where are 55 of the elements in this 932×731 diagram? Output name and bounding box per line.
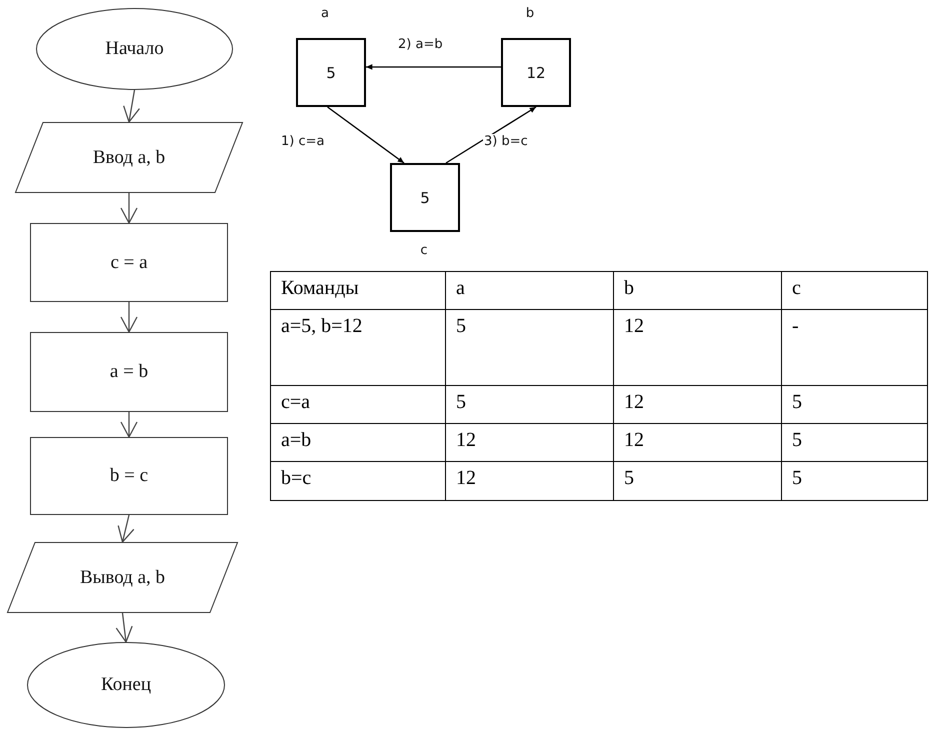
arrow	[120, 302, 138, 333]
value-text: 12	[526, 64, 546, 82]
step-text: Начало	[105, 38, 164, 60]
step-text: b = c	[110, 465, 148, 487]
step-text: Конец	[101, 674, 151, 696]
table-cell: a=5, b=12	[271, 310, 446, 386]
table-cell: 5	[782, 462, 928, 501]
arrow	[327, 106, 404, 164]
arrow	[120, 412, 138, 438]
process-box	[30, 223, 228, 302]
arrow	[446, 106, 536, 164]
table-cell: 5	[782, 386, 928, 424]
table-cell: Команды	[271, 272, 446, 310]
table-cell: 12	[614, 424, 782, 462]
variable-name: c	[420, 243, 428, 258]
table-cell: 12	[446, 462, 614, 501]
terminator-ellipse	[27, 642, 225, 728]
terminator-ellipse	[36, 8, 233, 90]
variable-box	[390, 163, 460, 232]
table-cell: 5	[446, 310, 614, 386]
table-cell: c=a	[271, 386, 446, 424]
step-text: c = a	[110, 252, 148, 274]
arrow	[123, 90, 140, 123]
step-text: Ввод a, b	[92, 146, 166, 168]
io-parallelogram	[15, 122, 243, 193]
table-cell: a	[446, 272, 614, 310]
value-text: 5	[326, 64, 336, 82]
table-cell: 5	[446, 386, 614, 424]
table-cell: b=c	[271, 462, 446, 501]
step-text: Вывод a, b	[80, 566, 166, 588]
io-parallelogram	[7, 542, 238, 613]
edge-label: 3) b=c	[483, 134, 529, 149]
arrow	[118, 514, 134, 543]
table-cell: 12	[446, 424, 614, 462]
step-text: a = b	[110, 361, 148, 383]
table-cell: 5	[614, 462, 782, 501]
table-cell: c	[782, 272, 928, 310]
variable-box	[501, 38, 571, 107]
process-box	[30, 437, 228, 515]
table-cell: a=b	[271, 424, 446, 462]
table-cell: 5	[782, 424, 928, 462]
table-cell: 12	[614, 386, 782, 424]
table-cell: -	[782, 310, 928, 386]
variable-name: b	[526, 6, 534, 21]
value-text: 5	[420, 188, 430, 206]
arrow	[120, 193, 138, 224]
table-cell: b	[614, 272, 782, 310]
table-cell: 12	[614, 310, 782, 386]
process-box	[30, 332, 228, 412]
edge-label: 1) c=a	[280, 134, 326, 149]
variable-box	[296, 38, 366, 107]
edge-label: 2) a=b	[397, 37, 444, 52]
variable-name: a	[321, 6, 329, 21]
arrow	[116, 612, 133, 643]
arrow	[366, 64, 501, 70]
